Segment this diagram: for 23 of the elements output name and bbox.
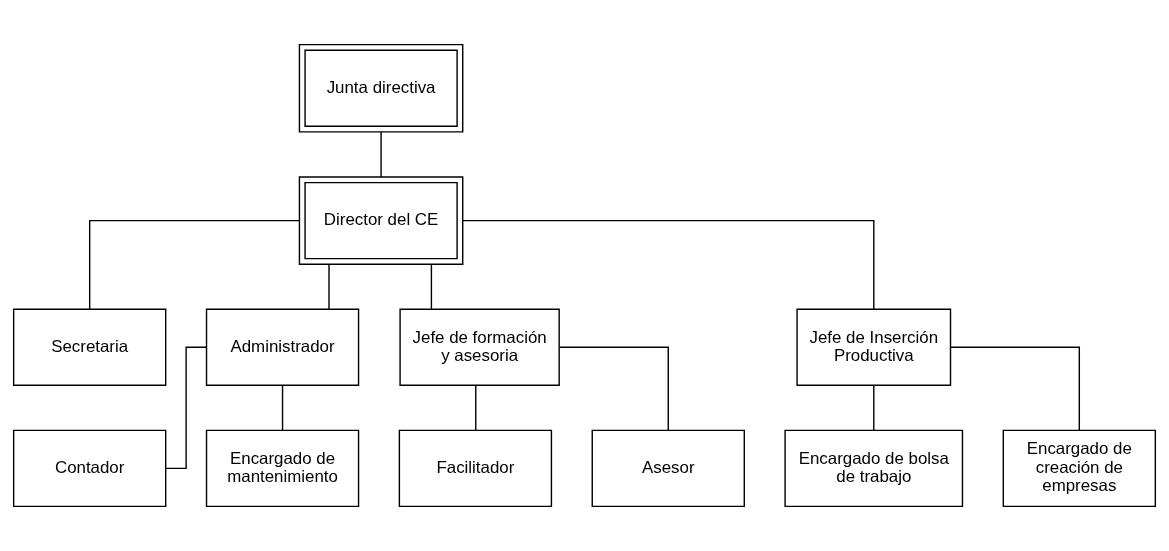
node-box: Director del CE	[298, 176, 464, 265]
node-box: Encargado de mantenimiento	[205, 429, 360, 508]
connector	[873, 384, 875, 431]
connector	[430, 263, 433, 310]
node-box: Asesor	[591, 429, 745, 508]
connector	[462, 219, 875, 310]
connector	[328, 263, 330, 310]
node-box: Administrador	[205, 308, 360, 386]
connector	[88, 219, 300, 310]
connector	[475, 384, 477, 431]
node-box: Jefe de Inserción Productiva	[796, 308, 952, 386]
connector	[165, 346, 207, 470]
node-box: Encargado de creación de empresas	[1002, 429, 1157, 508]
node-box: Jefe de formación y asesoria	[399, 308, 560, 386]
connector	[558, 346, 669, 431]
connector	[950, 346, 1081, 431]
node-box: Junta directiva	[298, 43, 464, 133]
node-box: Secretaria	[12, 308, 167, 386]
node-box: Contador	[12, 429, 167, 508]
connector	[281, 384, 284, 431]
node-box: Facilitador	[398, 429, 553, 508]
connector	[380, 131, 382, 178]
node-box: Encargado de bolsa de trabajo	[784, 429, 964, 508]
